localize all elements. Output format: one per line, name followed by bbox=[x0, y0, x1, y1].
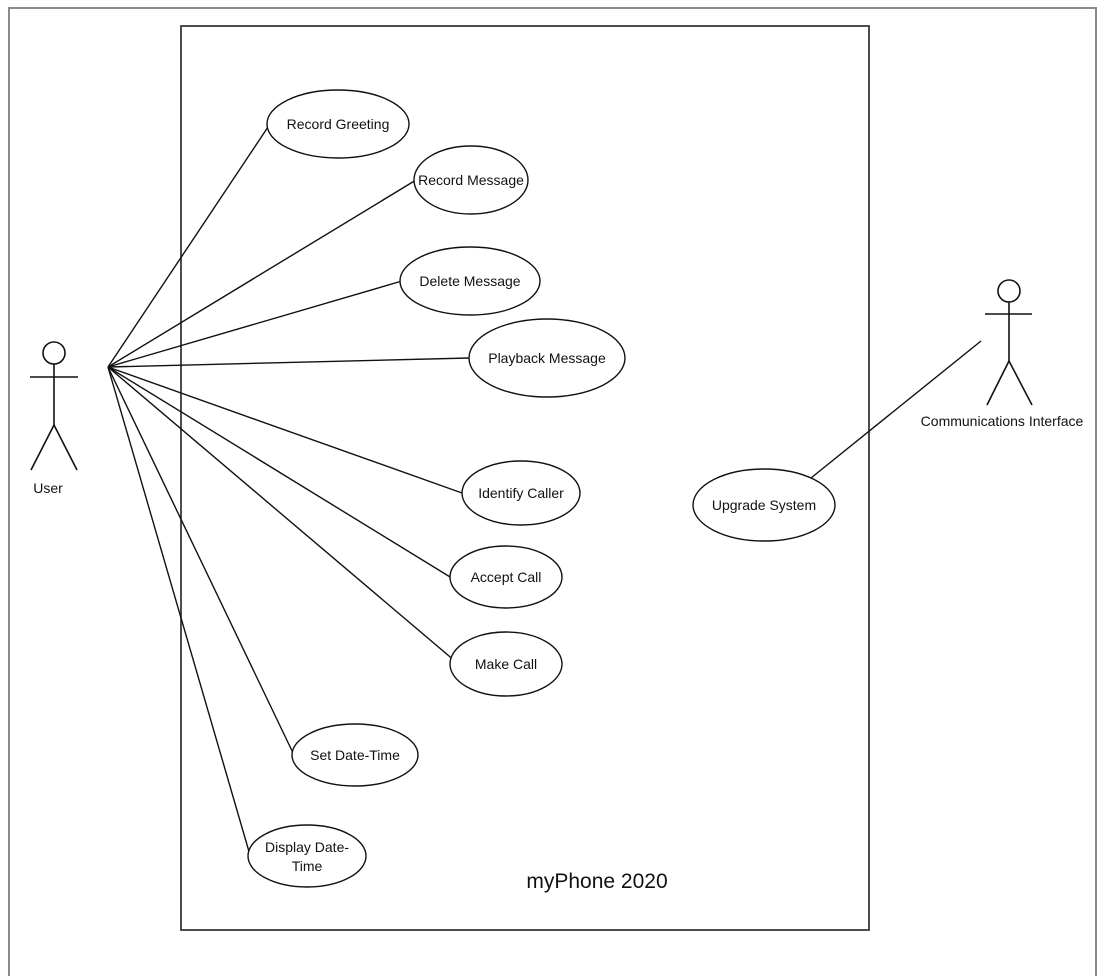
usecase-label: Set Date-Time bbox=[310, 747, 400, 763]
usecase-accept-call[interactable]: Accept Call bbox=[449, 545, 563, 609]
usecase-playback-message[interactable]: Playback Message bbox=[468, 318, 626, 398]
usecase-delete-message[interactable]: Delete Message bbox=[399, 246, 541, 316]
usecase-ellipse bbox=[468, 318, 626, 398]
usecase-label-line2: Time bbox=[292, 858, 323, 874]
assoc-identify-caller bbox=[107, 366, 463, 494]
assoc-record-greeting bbox=[107, 123, 271, 368]
system-boundary bbox=[180, 25, 870, 931]
actor-comm-label: Communications Interface bbox=[921, 413, 1084, 429]
assoc-upgrade-system bbox=[810, 340, 982, 479]
usecase-label: Record Greeting bbox=[287, 116, 390, 132]
usecase-set-date-time[interactable]: Set Date-Time bbox=[291, 723, 419, 787]
usecase-ellipse bbox=[247, 824, 367, 888]
usecase-ellipse bbox=[399, 246, 541, 316]
assoc-set-date-time bbox=[107, 366, 295, 756]
user-associations bbox=[107, 123, 470, 856]
actor-user-label: User bbox=[33, 480, 63, 496]
usecase-label: Identify Caller bbox=[478, 485, 564, 501]
assoc-display-date-time bbox=[107, 366, 251, 856]
usecase-label: Record Message bbox=[418, 172, 524, 188]
actor-comm-icon bbox=[985, 279, 1033, 406]
usecase-ellipse bbox=[449, 545, 563, 609]
usecase-upgrade-system[interactable]: Upgrade System bbox=[692, 468, 836, 542]
usecase-identify-caller[interactable]: Identify Caller bbox=[461, 460, 581, 526]
actor-user-icon bbox=[30, 341, 78, 471]
usecase-label: Delete Message bbox=[419, 273, 520, 289]
usecase-ellipse bbox=[692, 468, 836, 542]
system-name: myPhone 2020 bbox=[526, 870, 667, 893]
assoc-make-call bbox=[107, 366, 463, 668]
usecase-record-message[interactable]: Record Message bbox=[413, 145, 529, 215]
usecase-label-line1: Display Date- bbox=[265, 839, 349, 855]
usecase-label: Accept Call bbox=[471, 569, 542, 585]
assoc-playback-message bbox=[107, 357, 470, 368]
usecase-ellipse bbox=[461, 460, 581, 526]
actor-communications-interface[interactable]: Communications Interface bbox=[921, 279, 1084, 429]
usecase-label: Make Call bbox=[475, 656, 537, 672]
usecase-ellipse bbox=[413, 145, 529, 215]
assoc-accept-call bbox=[107, 366, 456, 581]
outer-frame bbox=[8, 7, 1097, 976]
usecase-ellipse bbox=[266, 89, 410, 159]
usecase-label: Upgrade System bbox=[712, 497, 816, 513]
assoc-record-message bbox=[107, 179, 417, 368]
usecase-display-date-time[interactable]: Display Date- Time bbox=[247, 824, 367, 888]
usecase-ellipse bbox=[449, 631, 563, 697]
usecase-make-call[interactable]: Make Call bbox=[449, 631, 563, 697]
assoc-delete-message bbox=[107, 280, 403, 368]
usecase-ellipse bbox=[291, 723, 419, 787]
usecase-label: Playback Message bbox=[488, 350, 606, 366]
usecase-record-greeting[interactable]: Record Greeting bbox=[266, 89, 410, 159]
actor-user[interactable]: User bbox=[30, 341, 78, 496]
